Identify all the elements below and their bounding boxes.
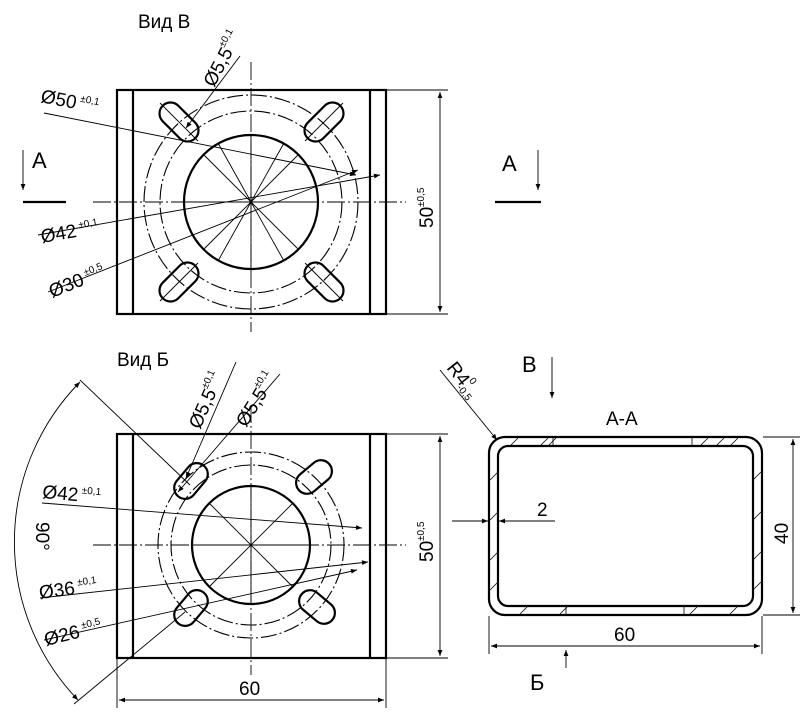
bottom-d36-dim: Ø36 ±0,1 [38,575,98,604]
svg-text:±0,1: ±0,1 [200,368,218,391]
svg-text:0: 0 [466,376,478,388]
bottom-angle-dim: 90° [13,379,191,705]
svg-text:60: 60 [239,679,260,700]
bottom-width-dim: 60 [116,659,387,708]
bottom-bore-radials [192,486,310,604]
svg-text:Ø42: Ø42 [42,482,80,506]
svg-text:Ø36: Ø36 [38,578,76,604]
section-outer-wall [487,435,764,617]
bottom-plate-outline [115,432,388,660]
svg-text:±0,1: ±0,1 [76,575,97,589]
section-height-dim: 40 [763,436,800,616]
bottom-slot-holes [173,459,336,627]
svg-text:А: А [502,151,517,176]
bottom-slot-tl [173,462,209,500]
section-radius-dim: R4 0 -0,5 [439,358,498,441]
bottom-hole2-dim: Ø5,5 ±0,1 [232,368,272,431]
top-hole-dim: Ø5,5 ±0,1 [200,27,238,91]
bottom-d26-dim: Ø26 ±0,5 [42,616,102,651]
bottom-d42-dim: Ø42 ±0,1 [42,482,102,506]
svg-text:±0,1: ±0,1 [78,217,99,231]
svg-text:Ø42: Ø42 [39,221,78,248]
svg-text:А: А [32,148,47,173]
bottom-view: Вид Б 90° [13,350,448,708]
top-bolt-circle-42 [159,110,343,294]
section-wall-dim: 2 [452,500,555,524]
section-width-dim: 60 [488,616,763,654]
svg-text:±0,5: ±0,5 [416,521,427,541]
top-bolt-circle-50 [143,94,359,310]
svg-text:В: В [522,352,537,377]
top-slot-holes [158,101,345,303]
svg-text:40: 40 [772,523,793,544]
section-marker-left: А [20,148,66,204]
svg-text:50: 50 [417,207,438,228]
svg-text:Ø30: Ø30 [46,270,87,303]
bottom-bolt-circle-36 [170,464,332,626]
svg-text:50: 50 [417,541,438,562]
svg-text:60: 60 [614,625,635,646]
svg-text:Б: Б [530,670,544,695]
section-hatching [489,437,762,615]
bottom-bolt-circle-42 [157,451,345,639]
svg-text:±0,5: ±0,5 [416,187,427,207]
svg-text:±0,5: ±0,5 [82,261,105,279]
top-view-title: Вид В [138,12,190,33]
bottom-slot-bl [173,589,209,627]
section-title: А-А [606,409,638,430]
bottom-leaders [39,361,369,641]
view-arrow-v: В [522,352,555,398]
top-d50-dim: Ø50 ±0,1 [39,86,101,113]
view-arrow-bb: Б [530,650,569,695]
top-height-dim: 50 ±0,5 [387,89,448,315]
bottom-slot-tr [295,459,333,495]
section-marker-right: А [495,150,541,204]
bottom-view-title: Вид Б [117,350,169,371]
top-d30-dim: Ø30 ±0,5 [46,261,105,303]
svg-text:±0,1: ±0,1 [81,485,102,498]
svg-text:±0,1: ±0,1 [217,27,236,50]
svg-text:±0,1: ±0,1 [79,94,101,109]
top-view: Вид В [20,12,541,332]
svg-text:2: 2 [537,500,548,521]
svg-text:Ø50: Ø50 [39,86,78,113]
top-leaders [37,55,381,293]
bottom-hole1-dim: Ø5,5 ±0,1 [185,368,221,432]
bottom-height-dim: 50 ±0,5 [387,433,448,659]
svg-text:Ø26: Ø26 [42,622,82,651]
section-inner-wall [496,444,755,608]
svg-text:90°: 90° [31,522,52,551]
section-aa: А-А [439,352,800,695]
top-bore-radials [184,135,318,269]
bottom-slot-br [298,589,336,625]
svg-text:±0,5: ±0,5 [80,616,102,631]
svg-text:Ø5,5: Ø5,5 [232,385,272,431]
top-d42-dim: Ø42 ±0,1 [39,217,99,248]
